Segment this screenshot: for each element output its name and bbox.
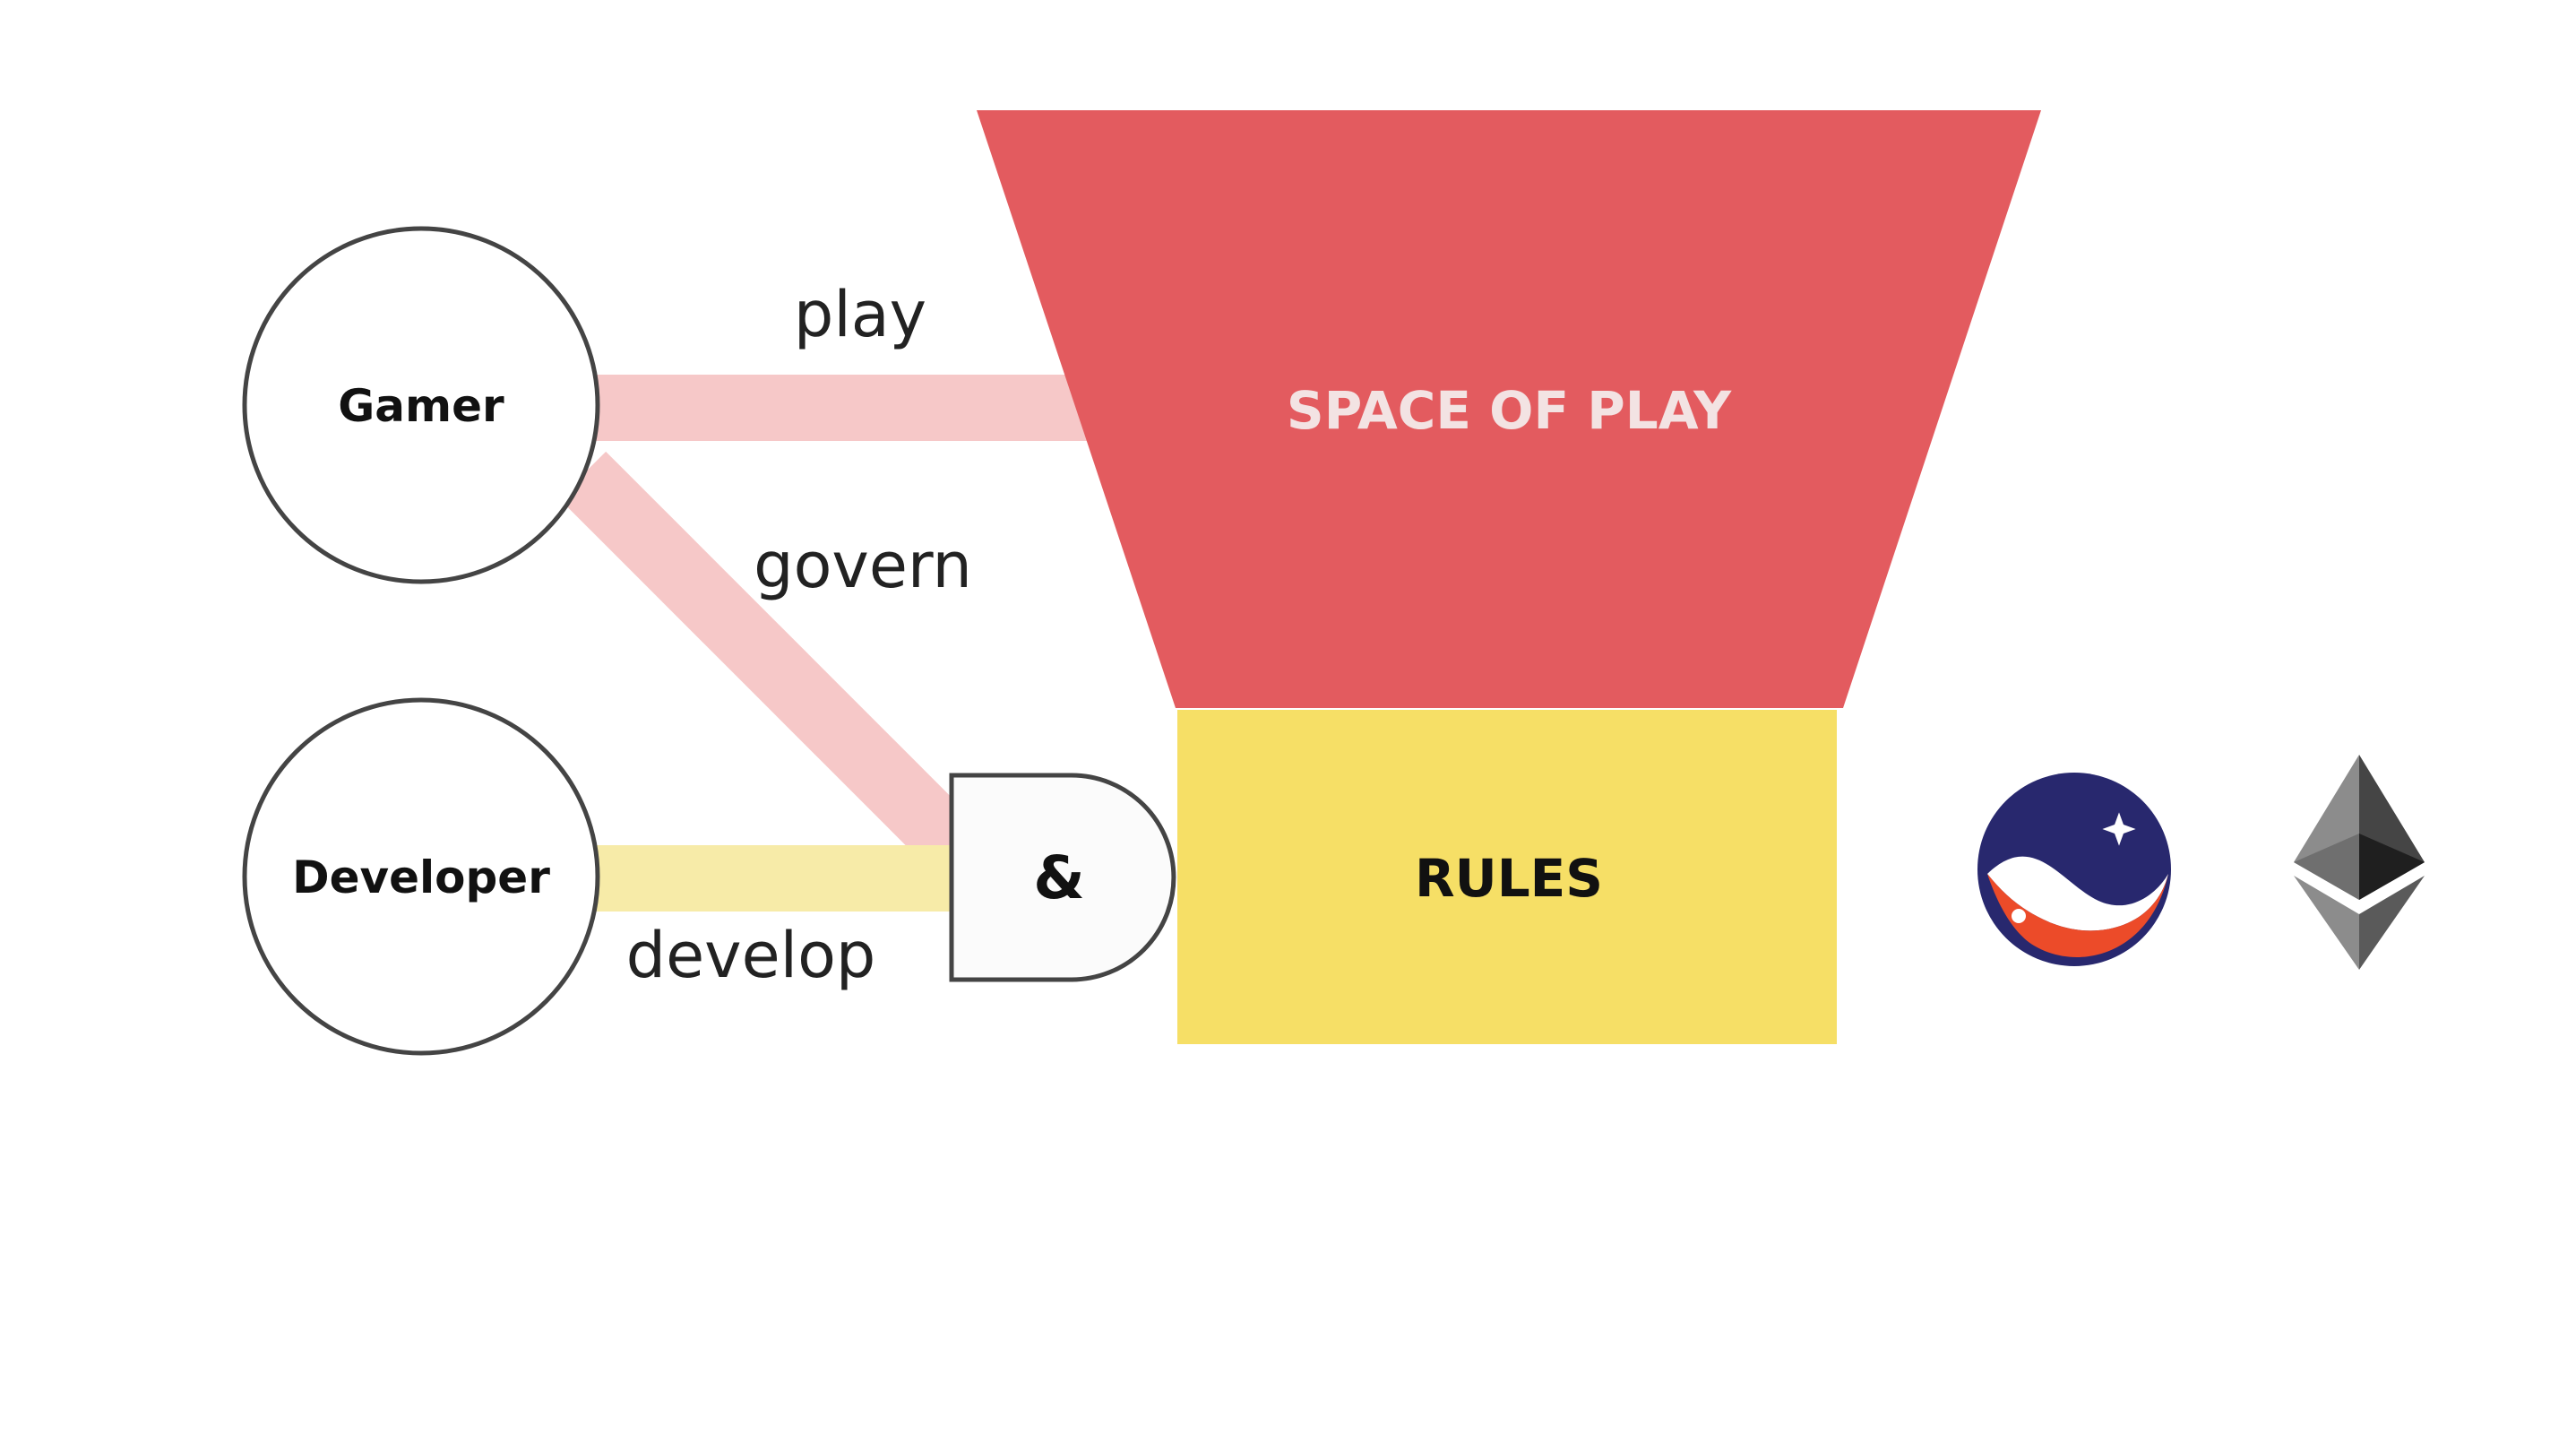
developer-label: Developer [292, 851, 550, 903]
rules-block [1177, 710, 1837, 1044]
play-edge-label: play [794, 278, 926, 351]
and-gate [949, 773, 1176, 982]
ethereum-logo-icon [2294, 755, 2425, 970]
gamer-node [242, 226, 600, 584]
develop-edge-label: develop [626, 919, 876, 992]
gamer-label: Gamer [338, 380, 504, 432]
govern-connector [558, 451, 987, 880]
and-gate-symbol: & [1033, 843, 1085, 912]
govern-edge-label: govern [754, 529, 972, 602]
space-of-play-trapezoid [977, 110, 2041, 708]
developer-node [242, 697, 600, 1056]
space-of-play-label: SPACE OF PLAY [1287, 380, 1732, 441]
rules-label: RULES [1415, 848, 1603, 909]
starknet-logo-icon [1977, 773, 2171, 966]
